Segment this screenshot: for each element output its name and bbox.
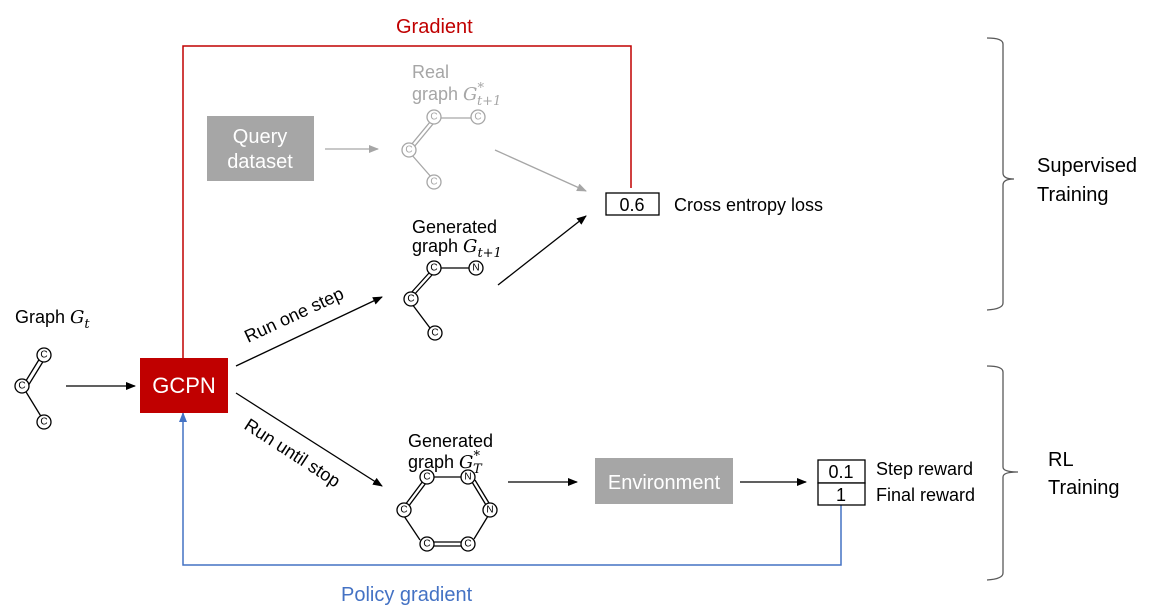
generated-to-loss-arrow <box>497 215 587 286</box>
atom: N <box>468 260 484 276</box>
policy-gradient-label: Policy gradient <box>341 584 473 606</box>
supervised-label: Supervised <box>1037 155 1137 177</box>
atom: C <box>36 414 52 430</box>
svg-text:C: C <box>430 112 437 123</box>
atom: C <box>419 469 435 485</box>
rl-label-2: Training <box>1048 477 1120 499</box>
svg-text:C: C <box>431 328 438 339</box>
svg-text:N: N <box>472 263 479 274</box>
run-until-stop-arrow <box>235 392 383 487</box>
svg-text:C: C <box>430 263 437 274</box>
svg-text:C: C <box>407 294 414 305</box>
svg-text:Generated: Generated <box>412 217 497 237</box>
real-graph: C C C C <box>401 109 486 190</box>
loss-value: 0.6 <box>619 195 644 215</box>
atom: C <box>427 325 443 341</box>
atom: C <box>419 536 435 552</box>
svg-text:dataset: dataset <box>227 151 293 173</box>
atom: C <box>426 260 442 276</box>
generated-step-graph: C N C C <box>403 260 484 341</box>
input-graph: C C C <box>14 347 52 430</box>
gcpn-box: GCPN <box>140 358 228 413</box>
gcpn-label: GCPN <box>152 373 216 398</box>
step-reward-value: 0.1 <box>828 462 853 482</box>
svg-text:C: C <box>40 350 47 361</box>
svg-text:C: C <box>423 472 430 483</box>
run-one-step-arrow <box>235 296 383 367</box>
svg-text:C: C <box>400 505 407 516</box>
atom: C <box>14 378 30 394</box>
run-one-step-label: Run one step <box>241 283 346 346</box>
svg-text:C: C <box>405 145 412 156</box>
policy-gradient-arrow <box>179 412 842 566</box>
svg-text:C: C <box>423 539 430 550</box>
rl-label: RL <box>1048 449 1074 471</box>
atom: C <box>460 536 476 552</box>
atom: C <box>401 142 417 158</box>
atom: C <box>396 502 412 518</box>
step-reward-label: Step reward <box>876 459 973 479</box>
svg-text:Real: Real <box>412 62 449 82</box>
atom: C <box>36 347 52 363</box>
atom: N <box>460 469 476 485</box>
svg-text:graph G*T: graph G*T <box>408 449 483 477</box>
svg-text:C: C <box>40 417 47 428</box>
generated-step-graph-label: Generated graph Gt+1 <box>412 217 502 261</box>
final-reward-label: Final reward <box>876 485 975 505</box>
loss-label: Cross entropy loss <box>674 195 823 215</box>
svg-text:N: N <box>464 472 471 483</box>
svg-text:Graph Gt: Graph Gt <box>15 307 90 332</box>
input-graph-label: Graph Gt <box>15 307 90 332</box>
svg-text:N: N <box>486 505 493 516</box>
atom: C <box>426 174 442 190</box>
query-dataset-box: Query dataset <box>207 116 314 181</box>
generated-final-graph: C N C N C C <box>396 469 498 552</box>
atom: N <box>482 502 498 518</box>
svg-text:Environment: Environment <box>608 472 721 494</box>
real-graph-label: Real graph G*t+1 <box>412 62 501 109</box>
rl-brace <box>986 365 1019 581</box>
svg-text:C: C <box>464 539 471 550</box>
svg-text:C: C <box>474 112 481 123</box>
gradient-label: Gradient <box>396 16 473 38</box>
svg-text:C: C <box>430 177 437 188</box>
supervised-label-2: Training <box>1037 184 1109 206</box>
svg-text:graph Gt+1: graph Gt+1 <box>412 236 502 261</box>
loss-box: 0.6 <box>605 192 660 216</box>
atom: C <box>403 291 419 307</box>
supervised-brace <box>986 37 1015 311</box>
generated-final-graph-label: Generated graph G*T <box>408 431 493 477</box>
real-to-loss-arrow <box>494 149 587 192</box>
gradient-arrow <box>179 45 632 379</box>
atom: C <box>470 109 486 125</box>
environment-box: Environment <box>595 458 733 504</box>
svg-text:Generated: Generated <box>408 431 493 451</box>
run-until-stop-label: Run until stop <box>241 415 344 492</box>
svg-text:C: C <box>18 381 25 392</box>
svg-text:Query: Query <box>233 126 287 148</box>
reward-box: 0.1 1 <box>817 459 866 506</box>
svg-text:graph G*t+1: graph G*t+1 <box>412 81 501 109</box>
final-reward-value: 1 <box>836 485 846 505</box>
atom: C <box>426 109 442 125</box>
